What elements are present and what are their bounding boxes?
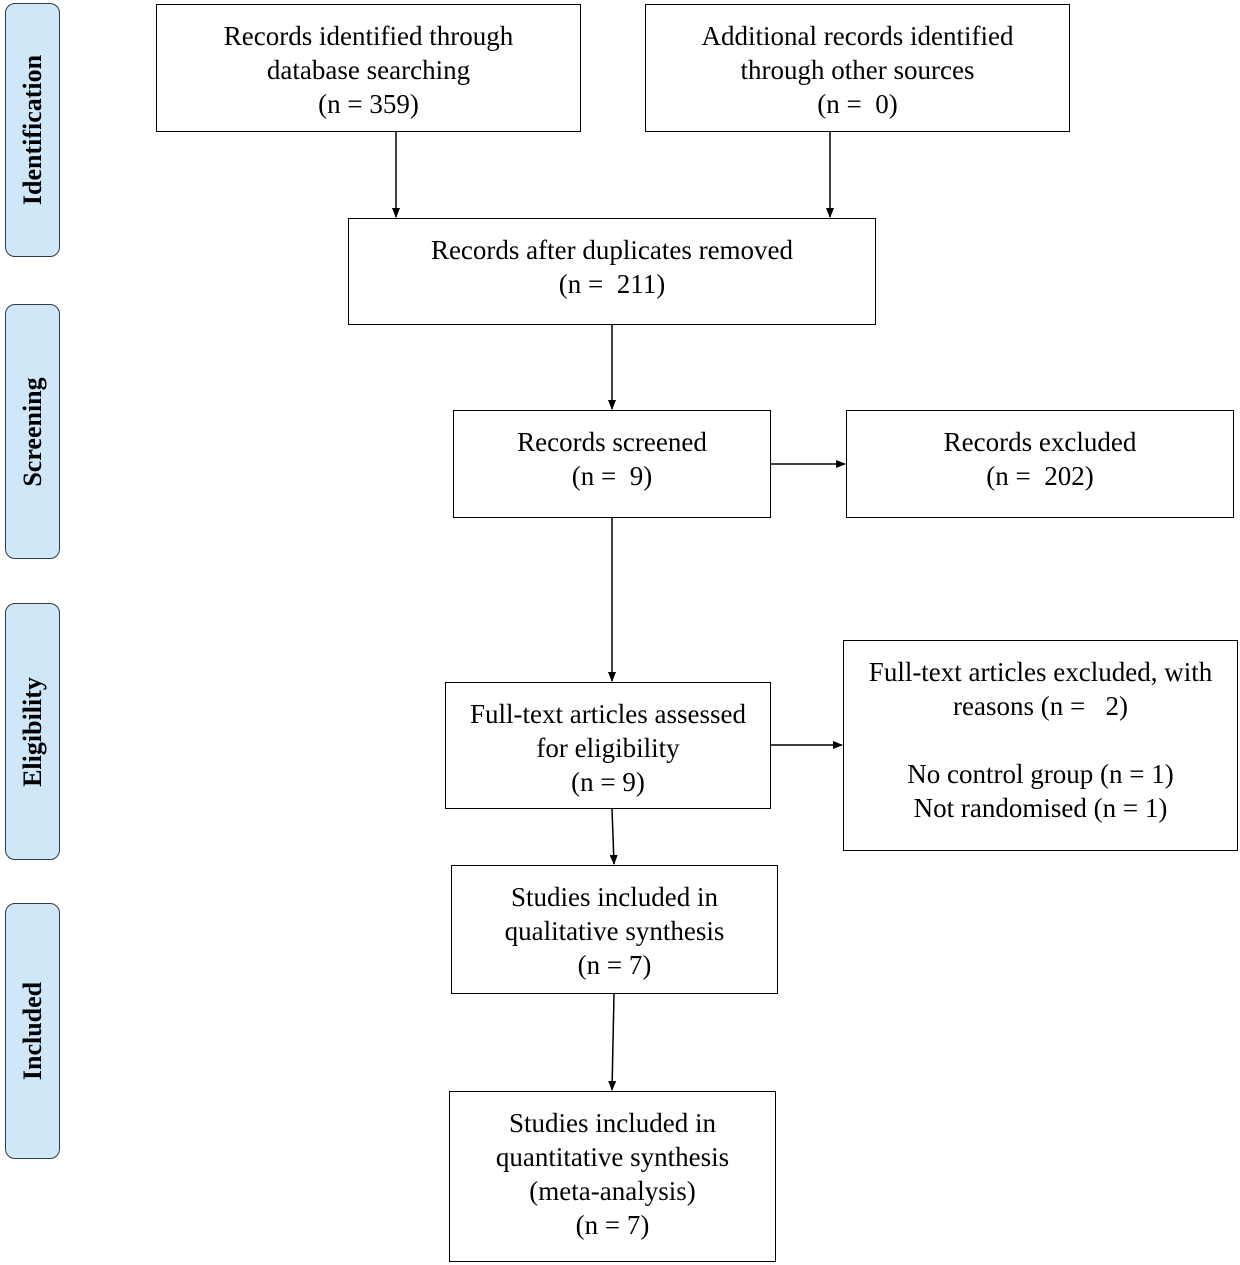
database-records-line2: database searching (266, 55, 471, 85)
box-fulltext-excluded: Full-text articles excluded, with reason… (843, 640, 1238, 851)
fulltext-excluded-line1: Full-text articles excluded, with (868, 657, 1213, 687)
quantitative-count: (n = 7) (575, 1210, 650, 1240)
box-excluded: Records excluded (n = 202) (846, 410, 1234, 518)
quantitative-line1: Studies included in (509, 1108, 716, 1138)
fulltext-assessed-count: (n = 9) (571, 767, 645, 797)
phase-eligibility: Eligibility (5, 603, 60, 860)
fulltext-assessed-line2: for eligibility (536, 733, 680, 763)
arrow-qualitative-to-quantitative (608, 993, 617, 1091)
reason-not-randomised: Not randomised (n = 1) (913, 793, 1168, 823)
excluded-line1: Records excluded (943, 427, 1137, 457)
qualitative-count: (n = 7) (577, 950, 652, 980)
arrow-fulltext-to-qualitative (609, 808, 618, 865)
qualitative-line2: qualitative synthesis (504, 916, 725, 946)
quantitative-line2: quantitative synthesis (495, 1142, 730, 1172)
fulltext-excluded-line2: reasons (n = 2) (953, 691, 1128, 721)
database-records-count: (n = 359) (318, 89, 419, 119)
after-duplicates-line1: Records after duplicates removed (430, 235, 794, 265)
after-duplicates-count: (n = 211) (558, 269, 666, 299)
other-records-line1: Additional records identified (701, 21, 1014, 51)
box-qualitative: Studies included in qualitative synthesi… (451, 865, 778, 994)
box-after-duplicates: Records after duplicates removed (n = 21… (348, 218, 876, 325)
phase-included: Included (5, 903, 60, 1159)
other-records-line2: through other sources (740, 55, 975, 85)
screened-count: (n = 9) (571, 461, 653, 491)
qualitative-line1: Studies included in (511, 882, 718, 912)
database-records-line1: Records identified through (223, 21, 514, 51)
reason-no-control-group: No control group (n = 1) (907, 759, 1174, 789)
box-database-records: Records identified through database sear… (156, 4, 581, 132)
excluded-count: (n = 202) (986, 461, 1094, 491)
box-other-records: Additional records identified through ot… (645, 4, 1070, 132)
fulltext-assessed-line1: Full-text articles assessed (470, 699, 746, 729)
quantitative-line3: (meta-analysis) (529, 1176, 696, 1206)
box-quantitative: Studies included in quantitative synthes… (449, 1091, 776, 1262)
other-records-count: (n = 0) (817, 89, 898, 119)
screened-line1: Records screened (517, 427, 707, 457)
phase-identification: Identification (5, 3, 60, 257)
box-screened: Records screened (n = 9) (453, 410, 771, 518)
box-fulltext-assessed: Full-text articles assessed for eligibil… (445, 682, 771, 809)
phase-screening: Screening (5, 304, 60, 559)
